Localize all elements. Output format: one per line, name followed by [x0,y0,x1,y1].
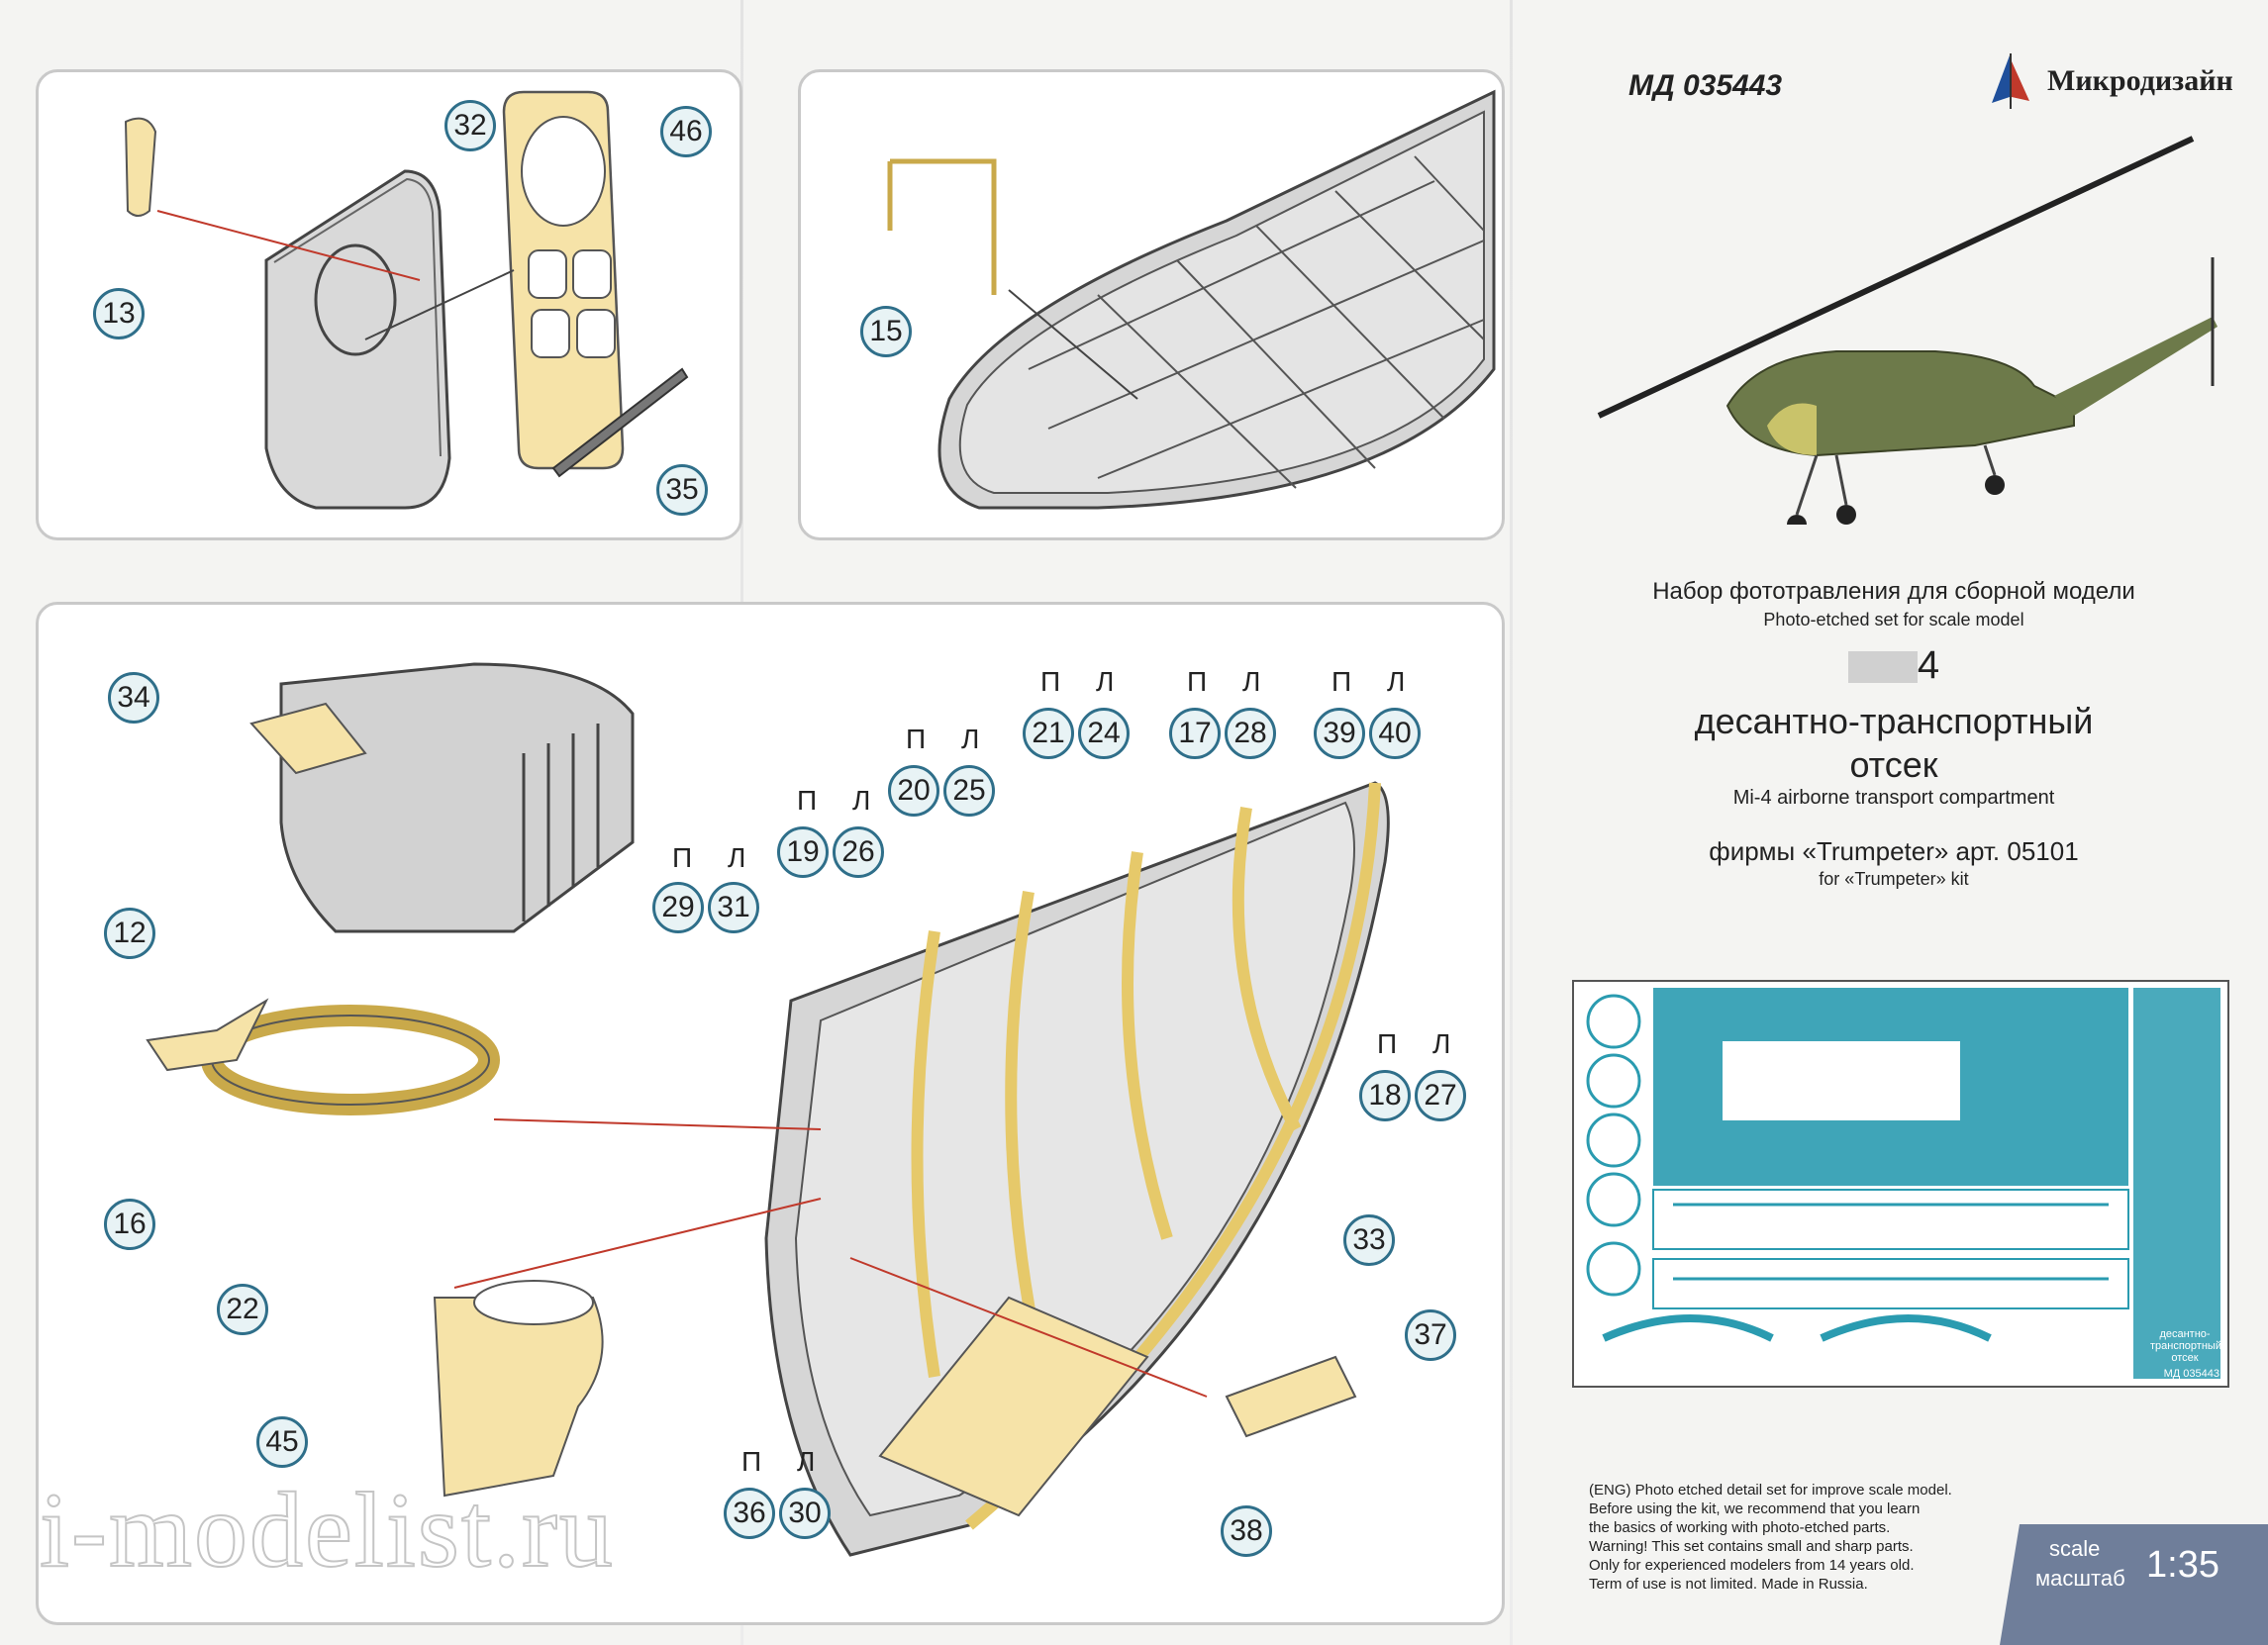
fret-drawing [1586,988,2220,1379]
callout-19: 19 [777,826,829,878]
callout-28: 28 [1225,708,1276,759]
callout-21: 21 [1023,708,1074,759]
side-right-label: П [797,785,818,816]
side-left-label: Л [728,842,746,873]
callout-40: 40 [1369,708,1421,759]
callout-26: 26 [833,826,884,878]
title-en: Mi-4 airborne transport compartment [1732,787,2055,809]
warning-line: Before using the kit, we recommend that … [1589,1500,1921,1517]
side-left-label: Л [1387,666,1406,697]
callout-24: 24 [1078,708,1130,759]
watermark: i-modelist.ru [39,1471,615,1591]
callout-31: 31 [708,882,759,933]
side-left-label: Л [852,785,871,816]
callout-30: 30 [779,1488,831,1539]
title-ru-2: отсек [1849,744,1938,785]
side-left-label: Л [797,1446,816,1477]
callout-17: 17 [1169,708,1221,759]
callout-18: 18 [1359,1070,1411,1121]
cover-column: МД 035443 Микродизайн Набор фототравлени… [1520,0,2268,1645]
callout-37: 37 [1405,1309,1456,1361]
brand-logo: Микродизайн [1980,51,2233,111]
callout-39: 39 [1314,708,1365,759]
side-right-label: П [1331,666,1352,697]
kit-en: for «Trumpeter» kit [1819,869,1969,889]
callout-29: 29 [652,882,704,933]
scale-badge: scale масштаб 1:35 [2000,1514,2268,1645]
callout-15: 15 [860,306,912,357]
callout-12: 12 [104,908,155,959]
callout-25: 25 [943,765,995,817]
door-illustration [124,90,689,510]
callout-38: 38 [1221,1505,1272,1557]
callout-22: 22 [217,1284,268,1335]
subtitle-en: Photo-etched set for scale model [1763,610,2024,629]
model-suffix: 4 [1917,643,1940,687]
warning-line: (ENG) Photo etched detail set for improv… [1589,1482,1952,1499]
scale-value: 1:35 [2146,1544,2219,1586]
redacted-block [1847,651,1918,684]
sail-logo-icon [1992,53,2029,109]
side-left-label: Л [961,724,980,754]
callout-13: 13 [93,288,145,339]
subtitle-ru: Набор фототравления для сборной модели [1652,578,2135,605]
side-right-label: П [672,842,693,873]
brand-name: Микродизайн [2047,64,2233,97]
side-left-label: Л [1242,666,1261,697]
callout-46: 46 [660,106,712,157]
callout-34: 34 [108,672,159,724]
panel-compartment: 34 12 16 22 45 П Л 29 31 П Л 19 26 П Л 2… [36,602,1505,1625]
fret-label: десантно-транспортный отсек [2150,1328,2221,1364]
warning-line: the basics of working with photo-etched … [1589,1519,1891,1536]
scale-label-ru: масштаб [2035,1566,2125,1591]
kit-ru: фирмы «Trumpeter» арт. 05101 [1709,836,2079,866]
side-right-label: П [741,1446,762,1477]
side-right-label: П [1187,666,1208,697]
warning-line: Warning! This set contains small and sha… [1589,1538,1914,1555]
compartment-illustration [146,662,1390,1557]
callout-27: 27 [1415,1070,1466,1121]
scale-label-en: scale [2049,1536,2101,1561]
photo-etch-fret: десантно-транспортный отсек МД 035443 [1572,980,2229,1388]
callout-35: 35 [656,464,708,516]
callout-33: 33 [1343,1214,1395,1266]
fret-stamp: МД 035443 [2163,1368,2219,1380]
callout-32: 32 [444,100,496,151]
side-right-label: П [1377,1028,1398,1059]
warning-text: (ENG) Photo etched detail set for improv… [1589,1481,1952,1594]
side-left-label: Л [1432,1028,1451,1059]
model-number: 4 [1520,643,2268,688]
floor-illustration [887,89,1496,510]
product-code: МД 035443 [1628,69,1783,102]
callout-36: 36 [724,1488,775,1539]
fold-line [1510,0,1513,1645]
side-left-label: Л [1096,666,1115,697]
warning-line: Term of use is not limited. Made in Russ… [1589,1576,1868,1593]
callout-16: 16 [104,1199,155,1250]
callout-45: 45 [256,1416,308,1468]
helicopter-photo [1597,136,2218,525]
side-right-label: П [906,724,927,754]
callout-20: 20 [888,765,939,817]
panel-door: 13 32 46 35 [36,69,742,540]
title-ru-1: десантно-транспортный [1694,701,2094,741]
panel-seat-rail: 15 [798,69,1505,540]
warning-line: Only for experienced modelers from 14 ye… [1589,1557,1915,1574]
side-right-label: П [1040,666,1061,697]
